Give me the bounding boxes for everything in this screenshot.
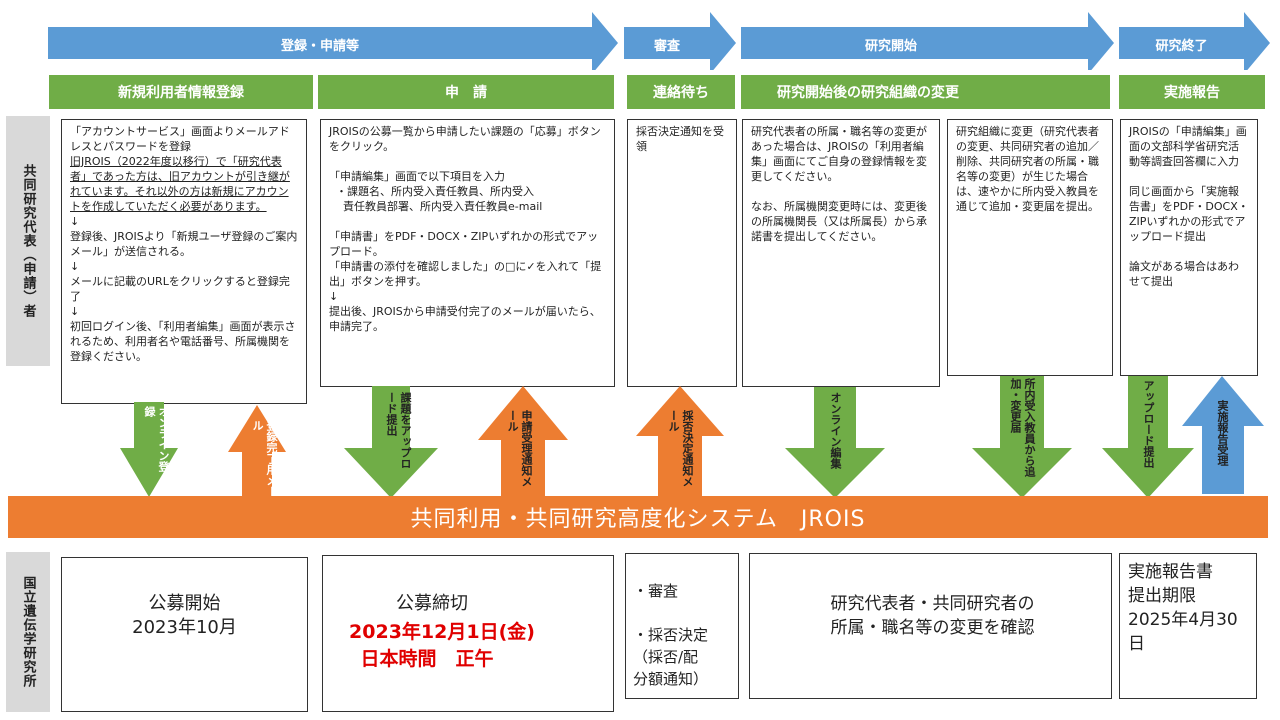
phase-label-research-end: 研究終了 — [1155, 39, 1208, 54]
step-application: 申 請 — [318, 75, 614, 109]
phase-arrow-research-end — [1119, 12, 1270, 70]
arrow-label-online-edit: オンライン編集 — [829, 392, 842, 469]
phase-label-research-start: 研究開始 — [864, 39, 917, 54]
review-text: ・審査 ・採否決定 （採否/配 分額通知） — [633, 582, 709, 688]
box-application: JROISの公募一覧から申請したい課題の「応募」ボタンをクリック。 「申請編集」… — [320, 119, 615, 387]
arrow-change-notification — [972, 376, 1072, 498]
arrow-upload-application — [344, 386, 438, 498]
box1-para3: ↓ 登録後、JROISより「新規ユーザ登録のご案内メール」が送信される。 ↓ メ… — [70, 215, 298, 363]
arrow-label-online-registration: オンライン登録 — [143, 406, 170, 472]
box-member-change: 研究代表者の所属・職名等の変更があった場合は、JROISの「利用者編集」画面にて… — [742, 119, 940, 387]
arrow-registration-mail — [228, 405, 286, 498]
change-check-text: 研究代表者・共同研究者の 所属・職名等の変更を確認 — [830, 594, 1035, 638]
arrow-online-edit — [785, 387, 885, 498]
arrow-label-change-notification: 所内受入教員から追加・変更届 — [1009, 378, 1036, 477]
sidebar-applicant: 共同研究代表（申請）者 — [6, 116, 50, 366]
box-waiting: 採否決定通知を受領 — [627, 119, 737, 387]
deadline-date: 2023年12月1日(金) — [349, 621, 535, 643]
arrow-label-upload-application: 課題をアップロード提出 — [385, 392, 412, 469]
arrow-label-upload-report: アップロード提出 — [1142, 380, 1155, 468]
step-report: 実施報告 — [1119, 75, 1265, 109]
box-organization-change: 研究組織に変更（研究代表者の変更、共同研究者の追加／削除、共同研究者の所属・職名… — [947, 119, 1113, 376]
deadline-time: 日本時間 正午 — [360, 648, 494, 670]
arrow-label-registration-mail: 登録完了用メール — [251, 420, 278, 497]
phase-arrow-research-start — [741, 12, 1114, 70]
arrow-report-accepted — [1182, 376, 1264, 494]
phase-arrow-review — [624, 12, 736, 70]
phase-label-review: 審査 — [653, 39, 680, 54]
box-new-user-registration: 「アカウントサービス」画面よりメールアドレスとパスワードを登録 旧JROIS（2… — [61, 119, 307, 404]
bottom-box-deadline — [322, 555, 614, 712]
bottom-box-review — [625, 553, 739, 699]
arrow-decision-notice — [636, 386, 724, 497]
arrow-application-receipt — [478, 386, 568, 497]
box1-para2: 旧JROIS（2022年度以移行）で「研究代表者」であった方は、旧アカウントが引… — [70, 155, 290, 213]
bottom-box-report-deadline — [1119, 553, 1257, 699]
arrow-upload-report — [1102, 376, 1194, 498]
bottom-box-change-check — [749, 553, 1112, 699]
arrow-label-application-receipt: 申請受理通知メール — [506, 410, 533, 487]
phase-arrows — [48, 12, 1270, 70]
step-waiting: 連絡待ち — [627, 75, 735, 109]
bottom-box-call-start — [61, 557, 308, 712]
system-band: 共同利用・共同研究高度化システム JROIS — [8, 496, 1268, 538]
arrow-label-decision-notice: 採否決定通知メール — [667, 410, 694, 487]
box1-para1: 「アカウントサービス」画面よりメールアドレスとパスワードを登録 — [70, 125, 290, 153]
deadline-title: 公募締切 — [396, 593, 468, 614]
arrow-label-report-accepted: 実施報告受理 — [1216, 400, 1229, 466]
sidebar-institute: 国立遺伝学研究所 — [6, 552, 50, 712]
arrow-online-registration — [120, 402, 178, 497]
phase-label-registration: 登録・申請等 — [280, 39, 359, 54]
box-report: JROISの「申請編集」画面の文部科学省研究活動等調査回答欄に入力 同じ画面から… — [1120, 119, 1258, 376]
report-deadline-text: 実施報告書 提出期限 2025年4月30 日 — [1128, 562, 1238, 654]
phase-arrow-registration — [48, 12, 618, 70]
call-start-text: 公募開始 2023年10月 — [132, 593, 237, 638]
step-organization-change: 研究開始後の研究組織の変更 — [741, 75, 1110, 109]
flow-arrows — [120, 376, 1264, 498]
step-new-user-registration: 新規利用者情報登録 — [49, 75, 313, 109]
